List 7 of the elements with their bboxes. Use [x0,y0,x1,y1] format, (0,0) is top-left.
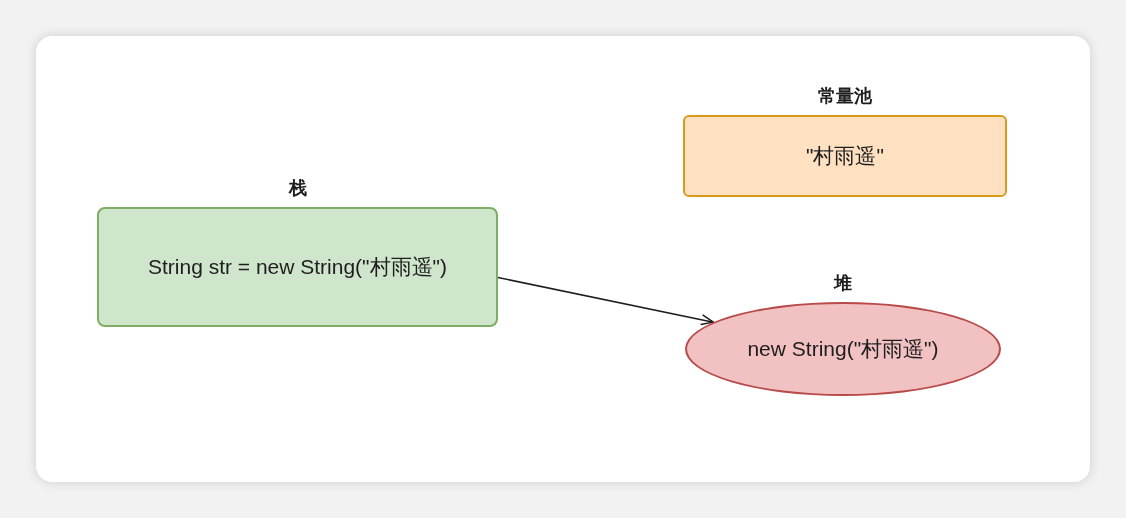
heading-label: 堆 [834,272,852,295]
node-text: "村雨遥" [806,143,884,170]
node-text: String str = new String("村雨遥") [147,254,448,281]
arrow [497,276,715,326]
node-text: new String("村雨遥") [747,336,939,363]
heading-label: 常量池 [818,85,872,108]
heading-label: 栈 [288,177,307,200]
